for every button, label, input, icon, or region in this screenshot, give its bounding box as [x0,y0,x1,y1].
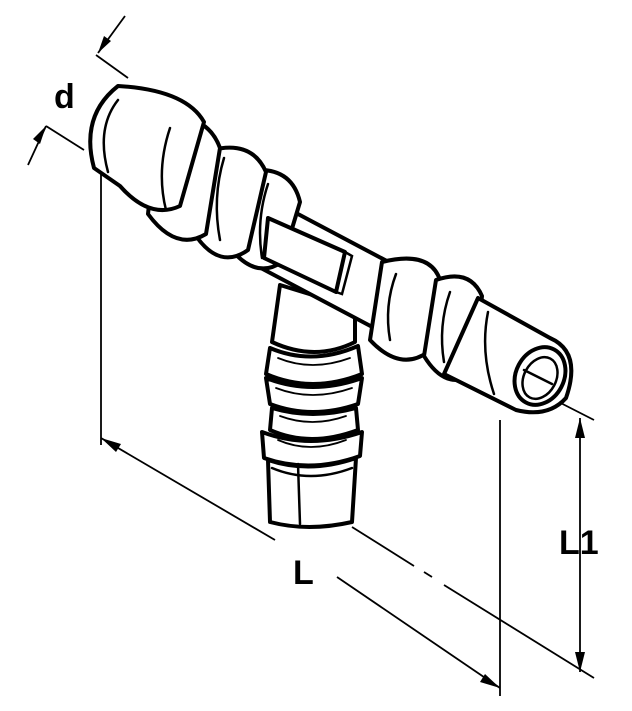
dimension-L1 [351,394,595,679]
dimension-d [27,15,129,166]
diameter-label: d [54,78,75,116]
main-run [88,84,574,415]
branch-length-label: L1 [559,524,599,562]
branch-spigot [260,283,364,529]
length-label: L [293,554,314,592]
dimension-L [100,163,501,696]
